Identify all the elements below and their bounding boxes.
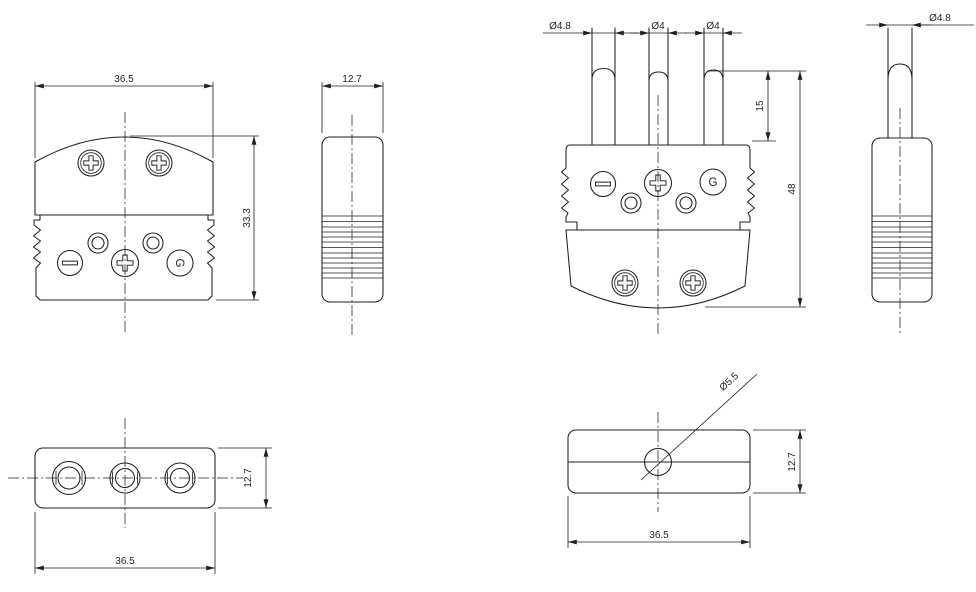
serration-lines	[322, 215, 383, 279]
dim-pin-middle-diameter: Ø4	[630, 21, 687, 36]
dim-plug-bottom-width: 36.5	[567, 496, 751, 548]
dim-label: 33.3	[242, 208, 253, 228]
dim-plug-bottom-depth: 12.7	[753, 429, 806, 494]
contact-minus	[589, 170, 617, 198]
dim-socket-height: 33.3	[130, 135, 259, 301]
dim-label: 48	[787, 183, 798, 195]
contact-small	[675, 192, 697, 214]
dim-label: Ø5.5	[718, 371, 742, 394]
dim-label: Ø4	[651, 21, 665, 32]
phillips-screw	[145, 149, 173, 177]
dim-label: 12.7	[787, 452, 798, 472]
pin-side	[887, 27, 913, 139]
dim-total-height: 48	[705, 71, 806, 308]
contact-minus	[56, 249, 84, 277]
plug-front-view: G Ø4.8 Ø4 Ø4 15	[543, 21, 806, 334]
dim-pin-right-diameter: Ø4	[685, 21, 742, 36]
socket-side-body	[321, 136, 384, 303]
plug-upper-body-left	[560, 144, 578, 231]
pin-right	[703, 27, 724, 146]
dim-hole-diameter: Ø5.5	[640, 371, 758, 481]
dim-socket-width: 36.5	[34, 74, 214, 158]
dim-label: 36.5	[114, 74, 134, 85]
contact-small	[87, 232, 109, 254]
serration-lines	[872, 215, 932, 279]
socket-front-view: G 36.5 33.3	[32, 74, 259, 332]
socket-front-lower-body	[32, 214, 216, 301]
plug-side-view: Ø4.8	[866, 13, 974, 335]
dim-label: 36.5	[649, 530, 669, 541]
ground-label: G	[709, 177, 718, 189]
pin-left	[591, 27, 616, 146]
dim-socket-depth: 12.7	[321, 74, 384, 133]
socket-front-upper-body	[34, 136, 214, 216]
dim-socket-bottom-width: 36.5	[34, 512, 216, 574]
plug-upper-body-right	[569, 144, 756, 231]
ground-label: G	[173, 259, 185, 268]
contact-small	[620, 192, 642, 214]
dim-label: 12.7	[243, 468, 254, 488]
dim-label: 15	[755, 100, 766, 112]
phillips-screw	[77, 149, 105, 177]
dim-label: 36.5	[115, 556, 135, 567]
dim-label: Ø4	[706, 21, 720, 32]
dim-socket-bottom-depth: 12.7	[218, 447, 272, 509]
dim-pin-diameter: Ø4.8	[866, 13, 974, 28]
leader-line	[640, 373, 758, 481]
dim-label: 12.7	[342, 74, 362, 85]
phillips-screw	[611, 269, 639, 297]
dim-pin-length: 15	[707, 70, 806, 142]
plug-bottom-view: Ø5.5 12.7 36.5	[567, 371, 806, 548]
contact-ground: G	[699, 168, 727, 196]
plug-side-body	[871, 137, 933, 303]
socket-bottom-view: 12.7 36.5	[8, 418, 272, 574]
dim-pin-left-diameter: Ø4.8	[543, 21, 638, 36]
dim-label: Ø4.8	[549, 21, 571, 32]
socket-side-view: 12.7	[321, 74, 384, 335]
phillips-screw	[679, 269, 707, 297]
pin-middle	[648, 27, 669, 146]
contact-ground: G	[166, 249, 194, 277]
dim-label: Ø4.8	[929, 13, 951, 24]
contact-small	[142, 232, 164, 254]
